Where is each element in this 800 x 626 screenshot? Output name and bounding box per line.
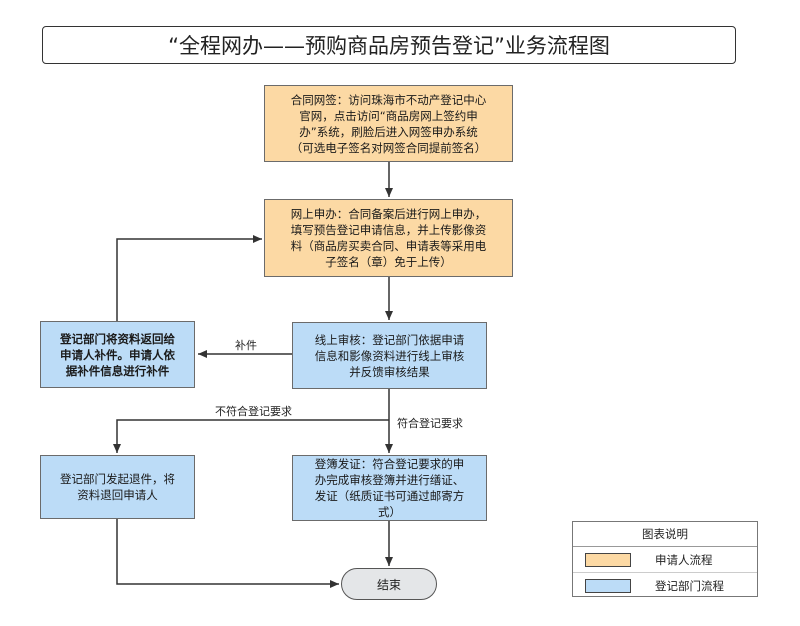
node-supplement: 登记部门将资料返回给 申请人补件。申请人依 据补件信息进行补件	[40, 321, 195, 388]
legend: 图表说明 申请人流程 登记部门流程	[572, 521, 758, 597]
legend-swatch-applicant	[585, 552, 631, 567]
node-online-apply: 网上申办：合同备案后进行网上申办， 填写预告登记申请信息，并上传影像资 料（商品…	[264, 199, 513, 277]
node-register: 登簿发证：符合登记要求的申 办完成审核登簿并进行缮证、 发证（纸质证书可通过邮寄…	[292, 455, 487, 521]
node-contract-sign: 合同网签：访问珠海市不动产登记中心 官网，点击访问“商品房网上签约申 办”系统，…	[264, 85, 513, 162]
edge-label-not-meet: 不符合登记要求	[215, 405, 292, 418]
edge-label-meet: 符合登记要求	[397, 417, 463, 430]
node-reject: 登记部门发起退件，将 资料退回申请人	[40, 455, 195, 519]
legend-label-applicant: 申请人流程	[655, 552, 713, 567]
legend-item-applicant: 申请人流程	[573, 547, 757, 573]
edge-label-supplement: 补件	[235, 339, 257, 352]
legend-swatch-department	[585, 578, 631, 593]
node-end: 结束	[341, 568, 437, 600]
legend-label-department: 登记部门流程	[655, 578, 724, 593]
edge-review-to-reject	[113, 419, 389, 453]
legend-title: 图表说明	[573, 522, 757, 547]
page-title: “全程网办——预购商品房预告登记”业务流程图	[42, 26, 736, 64]
edge-reject-to-end	[116, 519, 339, 588]
legend-item-department: 登记部门流程	[573, 573, 757, 598]
edge-supplement-to-apply	[116, 235, 262, 321]
node-online-review: 线上审核：登记部门依据申请 信息和影像资料进行线上审核 并反馈审核结果	[292, 322, 487, 389]
